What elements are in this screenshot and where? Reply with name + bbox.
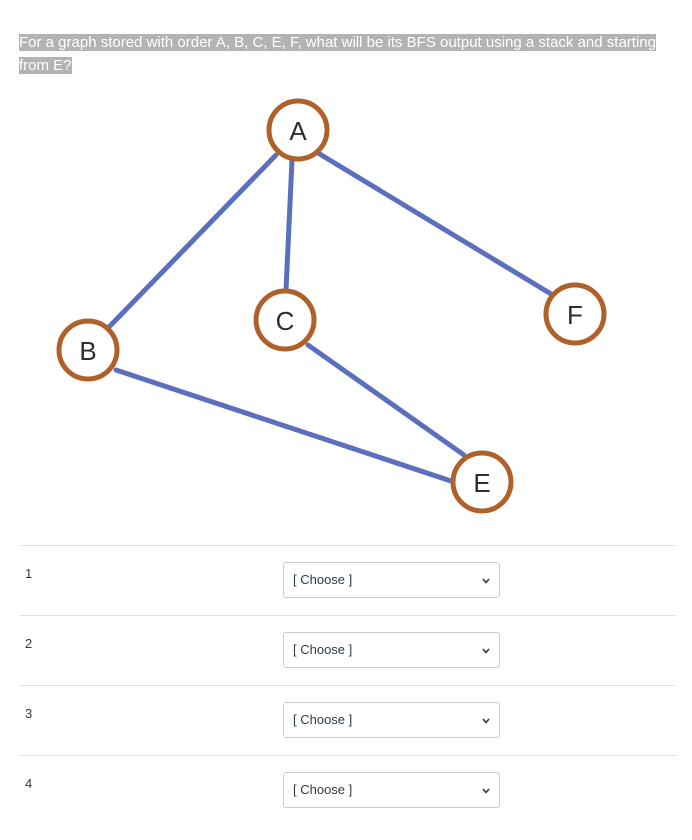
graph-diagram: A B C E F xyxy=(56,98,607,514)
node-c-label: C xyxy=(276,306,295,336)
node-a-circle xyxy=(266,98,330,162)
answer-number: 4 xyxy=(25,776,33,791)
node-f-label: F xyxy=(567,300,583,330)
node-b-label: B xyxy=(79,336,96,366)
edge-b-e xyxy=(113,367,454,484)
chevron-down-icon xyxy=(482,788,490,794)
answer-row: 1 [ Choose ] xyxy=(19,545,676,615)
node-c-circle xyxy=(253,288,317,352)
answer-select-1[interactable]: [ Choose ] xyxy=(283,562,500,598)
answer-number: 2 xyxy=(25,636,33,651)
answer-number: 1 xyxy=(25,566,33,581)
node-b-circle xyxy=(56,318,120,382)
edge-a-c xyxy=(283,157,295,293)
answer-select-value: [ Choose ] xyxy=(293,642,353,657)
answer-select-value: [ Choose ] xyxy=(293,712,353,727)
answer-select-2[interactable]: [ Choose ] xyxy=(283,632,500,668)
node-e-label: E xyxy=(473,468,490,498)
node-f-circle xyxy=(543,282,607,346)
answer-row: 4 [ Choose ] xyxy=(19,755,676,825)
node-a: A xyxy=(266,98,330,162)
node-e: E xyxy=(450,450,514,514)
answer-number: 3 xyxy=(25,706,33,721)
edge-a-b xyxy=(105,152,279,331)
node-e-circle xyxy=(450,450,514,514)
chevron-down-icon xyxy=(482,648,490,654)
answer-select-4[interactable]: [ Choose ] xyxy=(283,772,500,808)
question-text: For a graph stored with order A, B, C, E… xyxy=(19,31,659,77)
answer-select-value: [ Choose ] xyxy=(293,782,353,797)
edge-a-f xyxy=(315,150,554,297)
node-b: B xyxy=(56,318,120,382)
chevron-down-icon xyxy=(482,718,490,724)
node-a-label: A xyxy=(289,116,307,146)
node-f: F xyxy=(543,282,607,346)
answer-select-3[interactable]: [ Choose ] xyxy=(283,702,500,738)
graph-nodes: A B C E F xyxy=(56,98,607,514)
answer-row: 2 [ Choose ] xyxy=(19,615,676,685)
answer-list: 1 [ Choose ] 2 [ Choose ] 3 [ Choose ] 4… xyxy=(19,545,676,825)
node-c: C xyxy=(253,288,317,352)
chevron-down-icon xyxy=(482,578,490,584)
answer-row: 3 [ Choose ] xyxy=(19,685,676,755)
edge-c-e xyxy=(305,342,467,458)
answer-select-value: [ Choose ] xyxy=(293,572,353,587)
graph-edges xyxy=(105,150,554,484)
